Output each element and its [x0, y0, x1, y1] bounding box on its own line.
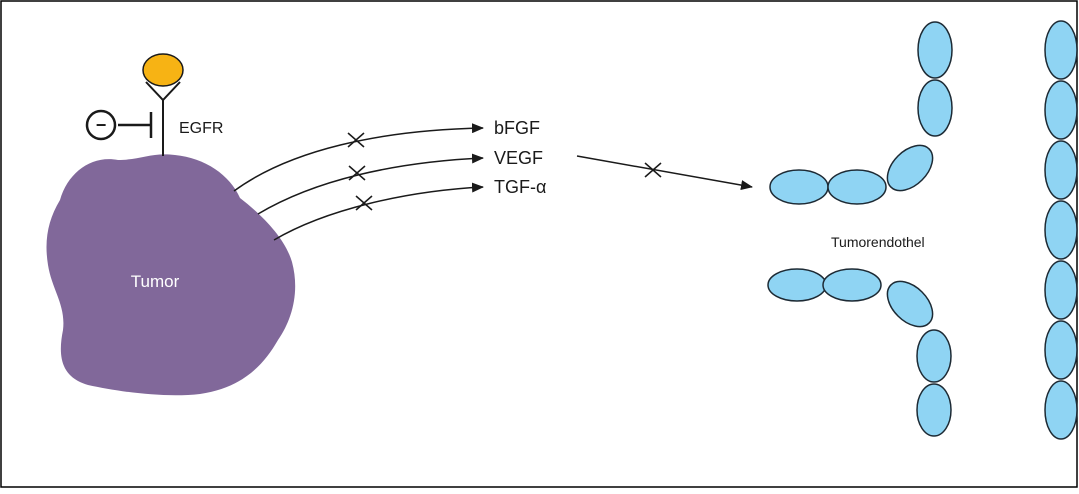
receptor-label: EGFR	[179, 120, 223, 137]
endothelial-chain-vertical	[1044, 20, 1078, 440]
tumor-label: Tumor	[131, 272, 180, 291]
factor-label-bfgf: bFGF	[494, 118, 540, 138]
block-mark-bfgf	[347, 132, 365, 148]
arrow-to-bfgf	[233, 123, 484, 192]
endothelium-label: Tumorendothel	[831, 234, 925, 250]
tumor-shape	[46, 154, 296, 396]
block-mark-vegf	[348, 165, 366, 181]
block-mark-endothelium	[644, 162, 662, 178]
block-mark-tgf	[355, 195, 373, 211]
inhibition-minus: −	[96, 115, 107, 135]
factor-label-vegf: VEGF	[494, 148, 543, 168]
endothelial-chain-lower	[767, 268, 952, 437]
receptor-y-arms	[145, 81, 181, 102]
arrow-to-tgf	[273, 182, 484, 241]
factor-label-tgf: TGF-α	[494, 177, 546, 197]
endothelial-chain-upper	[769, 21, 953, 205]
arrow-to-vegf	[257, 153, 484, 215]
arrow-to-endothelium	[576, 155, 753, 191]
ligand-circle	[142, 53, 184, 87]
inhibition-circle	[85, 109, 117, 141]
